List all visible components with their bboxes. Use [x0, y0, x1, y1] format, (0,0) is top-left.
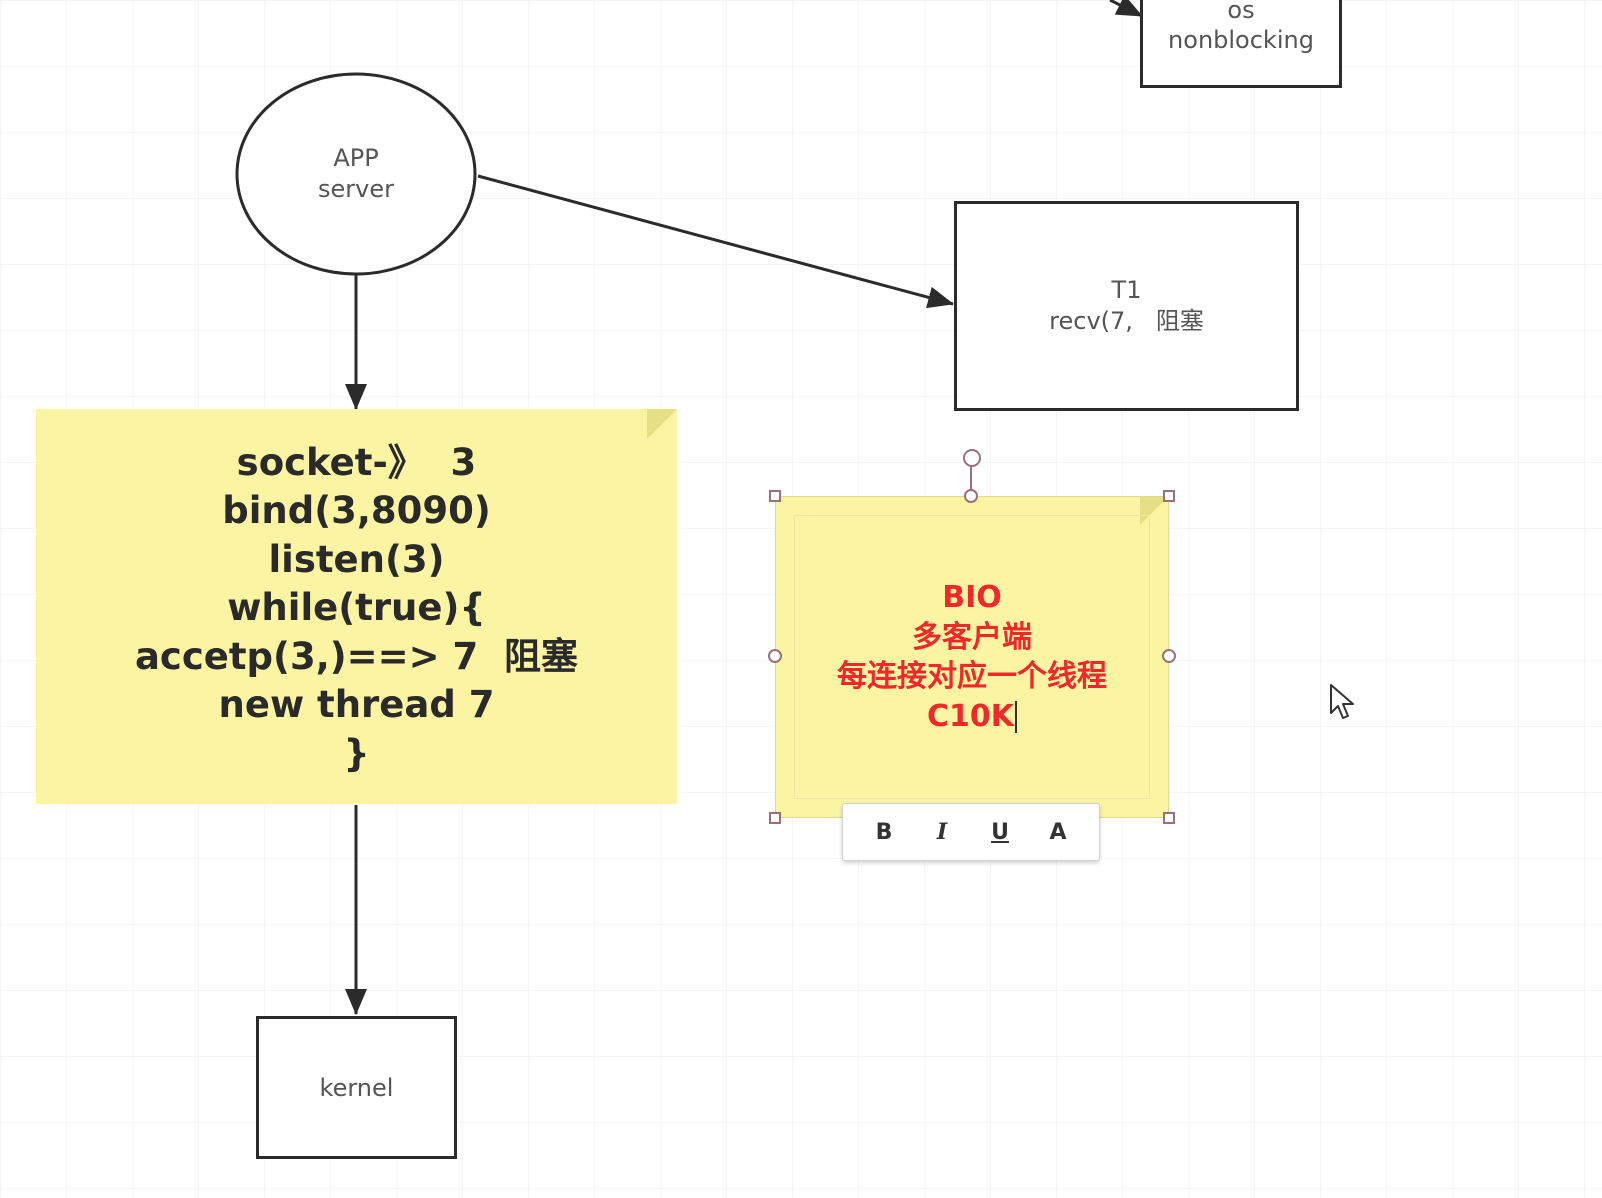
- resize-handle-middle-left[interactable]: [768, 649, 782, 663]
- app-server-ellipse[interactable]: [235, 72, 477, 276]
- bio-line-1: BIO: [942, 580, 1002, 615]
- italic-button[interactable]: I: [920, 812, 964, 852]
- bio-note[interactable]: BIO 多客户端 每连接对应一个线程 C10K: [775, 496, 1169, 818]
- code-line-4: while(true){: [227, 586, 486, 630]
- kernel-box-label: kernel: [319, 1073, 394, 1102]
- code-line-2: bind(3,8090): [222, 489, 491, 533]
- app-server-label: APP server: [237, 74, 475, 274]
- app-server-line-2: server: [318, 175, 394, 203]
- note-fold-corner: [647, 409, 677, 439]
- arrow-to-os[interactable]: [1109, 0, 1143, 18]
- bio-line-4: C10K: [926, 698, 1014, 734]
- bold-icon: B: [875, 819, 893, 845]
- underline-icon: U: [991, 819, 1009, 845]
- font-color-button[interactable]: A: [1036, 812, 1080, 852]
- bio-note-inner-frame: [794, 515, 1150, 799]
- bio-line-3: 每连接对应一个线程: [837, 659, 1107, 694]
- bio-line-2: 多客户端: [912, 619, 1032, 655]
- resize-handle-top-middle[interactable]: [964, 489, 978, 503]
- os-box-line-2: nonblocking: [1168, 26, 1314, 54]
- app-server-line-1: APP: [333, 144, 379, 172]
- code-line-6: new thread 7: [218, 683, 495, 727]
- code-line-1: socket-》 3: [236, 440, 477, 484]
- os-box-line-1: os: [1227, 0, 1255, 24]
- arrow-app-to-t1[interactable]: [477, 174, 954, 309]
- rotate-handle[interactable]: [963, 449, 981, 467]
- text-cursor-caret: [1015, 701, 1017, 733]
- bold-button[interactable]: B: [862, 812, 906, 852]
- t1-box-line-1: T1: [1111, 276, 1142, 304]
- code-line-3: listen(3): [268, 537, 445, 581]
- code-note[interactable]: socket-》 3 bind(3,8090) listen(3) while(…: [36, 409, 677, 804]
- t1-box[interactable]: [954, 201, 1299, 411]
- resize-handle-bottom-left[interactable]: [769, 812, 781, 824]
- mouse-cursor-icon: [1330, 684, 1354, 719]
- text-format-toolbar: B I U A: [842, 803, 1100, 861]
- resize-handle-bottom-right[interactable]: [1163, 812, 1175, 824]
- rotate-handle-stem: [970, 465, 972, 497]
- kernel-box[interactable]: [256, 1016, 457, 1159]
- font-color-icon: A: [1049, 819, 1067, 845]
- os-box-label: os nonblocking: [1140, 0, 1342, 70]
- bio-line-4-wrap: C10K: [927, 697, 1017, 737]
- os-box[interactable]: [1140, 0, 1342, 88]
- underline-button[interactable]: U: [978, 812, 1022, 852]
- bio-note-text[interactable]: BIO 多客户端 每连接对应一个线程 C10K: [776, 497, 1168, 817]
- resize-handle-middle-right[interactable]: [1162, 649, 1176, 663]
- italic-icon: I: [936, 819, 948, 845]
- code-line-5: accetp(3,)==> 7 阻塞: [134, 634, 579, 678]
- resize-handle-top-left[interactable]: [769, 490, 781, 502]
- code-line-7: }: [343, 731, 370, 775]
- resize-handle-top-right[interactable]: [1163, 490, 1175, 502]
- code-note-text: socket-》 3 bind(3,8090) listen(3) while(…: [36, 409, 677, 804]
- t1-box-label: T1 recv(7, 阻塞: [954, 201, 1299, 411]
- t1-box-line-2: recv(7, 阻塞: [1049, 307, 1204, 335]
